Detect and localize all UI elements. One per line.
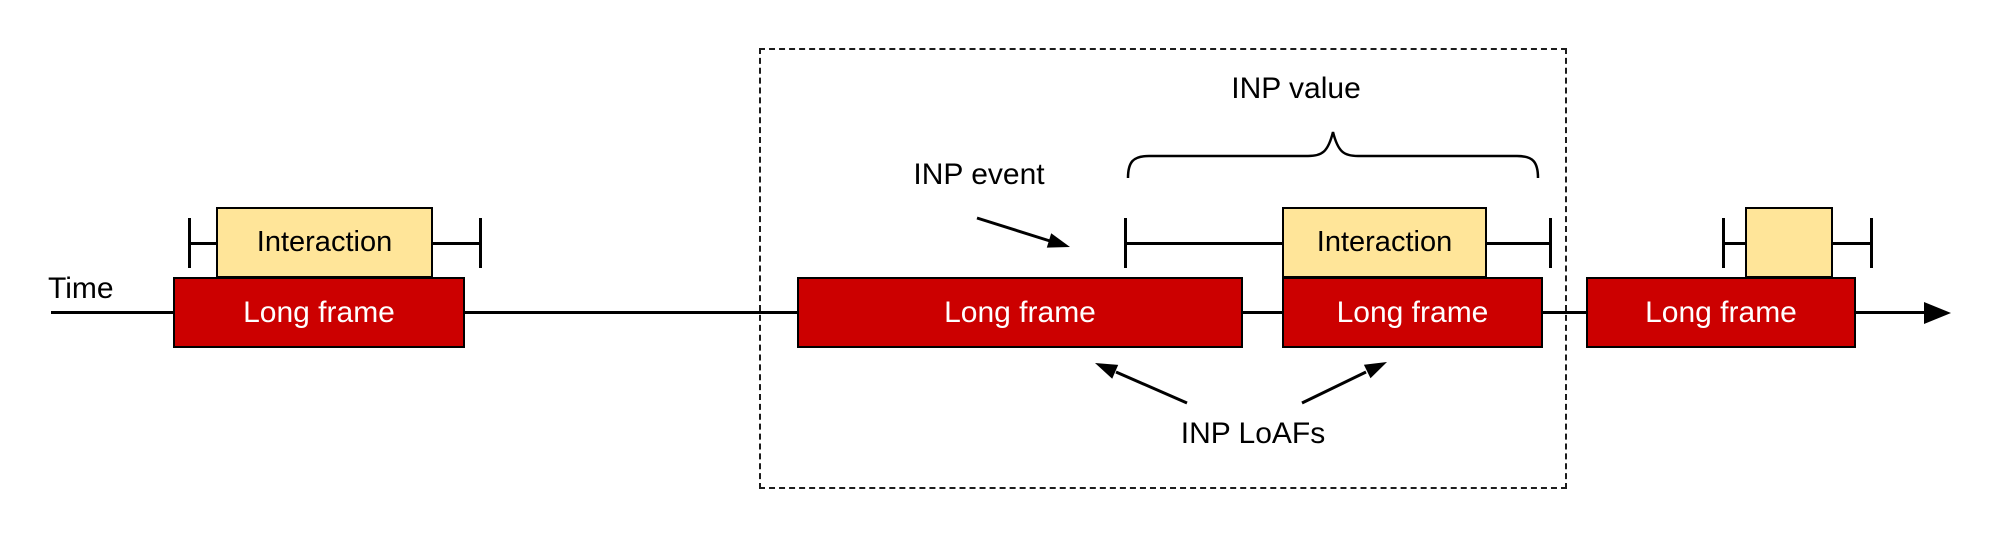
long-frame-box-1: Long frame: [173, 277, 465, 348]
interaction1-right-tick: [432, 242, 480, 245]
interaction2-left-tick: [1125, 242, 1283, 245]
interaction-label: Interaction: [1316, 226, 1453, 258]
inp-event-label: INP event: [913, 158, 1045, 191]
interaction3-right-tick: [1832, 242, 1872, 245]
interaction-box-2: Interaction: [1282, 207, 1487, 278]
long-frame-label: Long frame: [1645, 295, 1797, 329]
inp-focus-dashed-box: [759, 48, 1567, 489]
long-frame-label: Long frame: [944, 295, 1096, 329]
interaction2-end-whisker: [1549, 218, 1552, 268]
inp-value-brace-icon: [1126, 131, 1540, 179]
time-axis-arrowhead-icon: [1924, 302, 1951, 324]
interaction3-left-tick: [1723, 242, 1746, 245]
long-frame-box-2: Long frame: [797, 277, 1243, 348]
long-frame-box-3: Long frame: [1282, 277, 1543, 348]
interaction-box-1: Interaction: [216, 207, 433, 278]
interaction-box-3: [1745, 207, 1833, 278]
inp-event-arrow-icon: [976, 216, 1070, 248]
interaction2-right-tick: [1486, 242, 1550, 245]
interaction1-left-tick: [189, 242, 217, 245]
interaction1-end-whisker: [479, 218, 482, 268]
long-frame-box-4: Long frame: [1586, 277, 1856, 348]
inp-loafs-label: INP LoAFs: [1180, 417, 1326, 450]
interaction-label: Interaction: [256, 226, 393, 258]
interaction3-end-whisker: [1870, 218, 1873, 268]
inp-loafs-left-arrow-icon: [1095, 363, 1188, 405]
long-frame-label: Long frame: [243, 295, 395, 329]
long-frame-label: Long frame: [1336, 295, 1489, 329]
inp-loafs-right-arrow-icon: [1301, 362, 1387, 405]
time-axis-label: Time: [48, 272, 114, 305]
inp-value-label: INP value: [1231, 72, 1361, 105]
